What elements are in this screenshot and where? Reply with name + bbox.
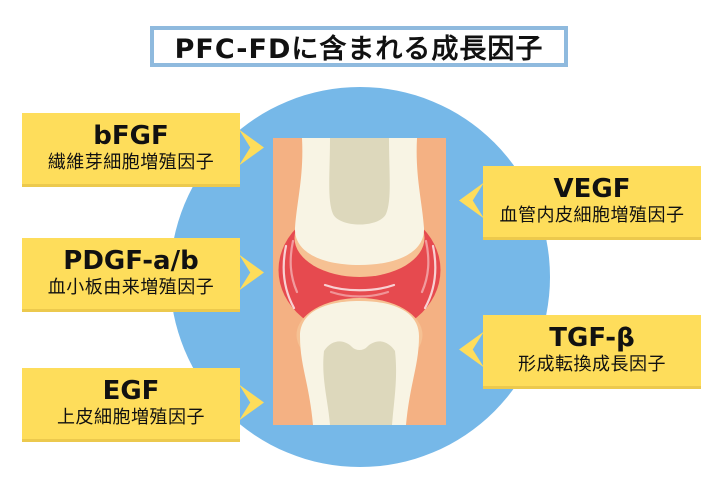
label-tgf: TGF-β 形成転換成長因子 xyxy=(459,315,701,389)
label-egf: EGF 上皮細胞増殖因子 xyxy=(22,368,264,442)
femur-marrow-shape xyxy=(329,138,390,225)
factor-description: 形成転換成長因子 xyxy=(518,354,666,375)
factor-name: PDGF-a/b xyxy=(63,246,199,276)
label-pdgf: PDGF-a/b 血小板由来増殖因子 xyxy=(22,238,264,312)
factor-description: 血小板由来増殖因子 xyxy=(47,277,215,298)
factor-description: 繊維芽細胞増殖因子 xyxy=(47,152,215,173)
title-box: PFC-FDに含まれる成長因子 xyxy=(150,26,568,67)
factor-name: TGF-β xyxy=(549,323,635,353)
factor-name: VEGF xyxy=(553,174,631,204)
tibia-marrow-shape xyxy=(323,341,397,425)
label-bfgf: bFGF 繊維芽細胞増殖因子 xyxy=(22,113,264,187)
factor-description: 上皮細胞増殖因子 xyxy=(57,407,205,428)
factor-name: EGF xyxy=(102,376,160,406)
label-vegf: VEGF 血管内皮細胞増殖因子 xyxy=(459,166,701,240)
factor-name: bFGF xyxy=(93,121,169,151)
page-title: PFC-FDに含まれる成長因子 xyxy=(174,34,544,65)
highlight-lines xyxy=(282,239,437,310)
factor-description: 血管内皮細胞増殖因子 xyxy=(499,205,685,226)
knee-joint-illustration xyxy=(273,138,446,425)
